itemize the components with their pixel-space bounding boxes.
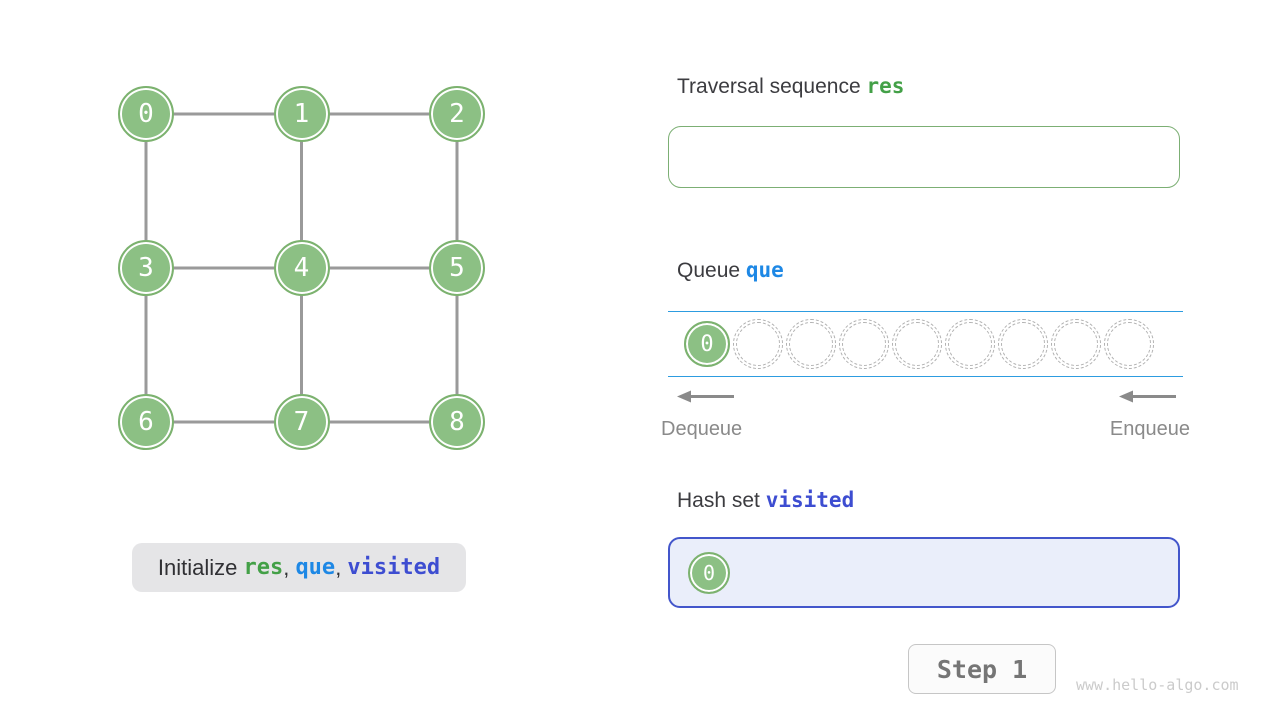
visited-var-label: visited [765, 488, 855, 512]
traversal-sequence-box [668, 126, 1180, 188]
queue-slot-empty-1 [733, 319, 783, 369]
caption-text: Initialize [157, 554, 244, 580]
res-section-title: Traversal sequence [677, 75, 867, 98]
visited-node-0: 0 [688, 551, 730, 594]
graph-node-4: 4 [273, 240, 330, 296]
empty-slot-ring [1054, 322, 1098, 366]
empty-slot-ring [842, 322, 886, 366]
graph-node-8: 8 [429, 394, 485, 450]
queue-slot-empty-6 [998, 319, 1048, 369]
graph-node-3: 3 [118, 240, 174, 296]
empty-slot-ring [736, 322, 780, 366]
visited-section-heading: Hash set visited [677, 488, 854, 513]
res-section-heading: Traversal sequence res [677, 74, 904, 99]
queue-section-heading: Queue que [677, 258, 784, 283]
queue-var-label: que [745, 258, 784, 282]
graph-node-1: 1 [273, 86, 330, 142]
queue-section-title: Queue [677, 259, 746, 282]
queue-box: 0 [668, 311, 1183, 377]
graph-node-5: 5 [429, 240, 485, 296]
dequeue-label: Dequeue [661, 418, 743, 440]
queue-slot-empty-3 [839, 319, 889, 369]
empty-slot-ring [1001, 322, 1045, 366]
enqueue-arrow-icon [1119, 390, 1176, 403]
graph-node-7: 7 [273, 394, 330, 450]
empty-slot-ring [895, 322, 939, 366]
caption-var-visited: visited [347, 555, 441, 580]
graph-node-0: 0 [118, 86, 174, 142]
hash-set-box: 0 [668, 537, 1180, 608]
caption-text: , [335, 554, 348, 580]
step-button[interactable]: Step 1 [908, 644, 1056, 694]
res-var-label: res [866, 74, 905, 98]
queue-slot-empty-4 [892, 319, 942, 369]
empty-slot-ring [948, 322, 992, 366]
queue-slot-empty-7 [1051, 319, 1101, 369]
empty-slot-ring [789, 322, 833, 366]
queue-slot-empty-2 [786, 319, 836, 369]
dequeue-arrow-icon [677, 390, 734, 403]
queue-slot-filled-0: 0 [684, 321, 730, 367]
caption-var-res: res [243, 555, 284, 580]
visited-section-title: Hash set [677, 489, 766, 512]
graph-node-2: 2 [429, 86, 485, 142]
queue-slot-empty-8 [1104, 319, 1154, 369]
caption-var-que: que [295, 555, 336, 580]
empty-slot-ring [1107, 322, 1151, 366]
queue-slot-empty-5 [945, 319, 995, 369]
caption-text: , [283, 554, 296, 580]
enqueue-label: Enqueue [1109, 418, 1190, 440]
watermark: www.hello-algo.com [1076, 676, 1239, 694]
graph-node-6: 6 [118, 394, 174, 450]
caption: Initialize res, que, visited [132, 543, 466, 592]
